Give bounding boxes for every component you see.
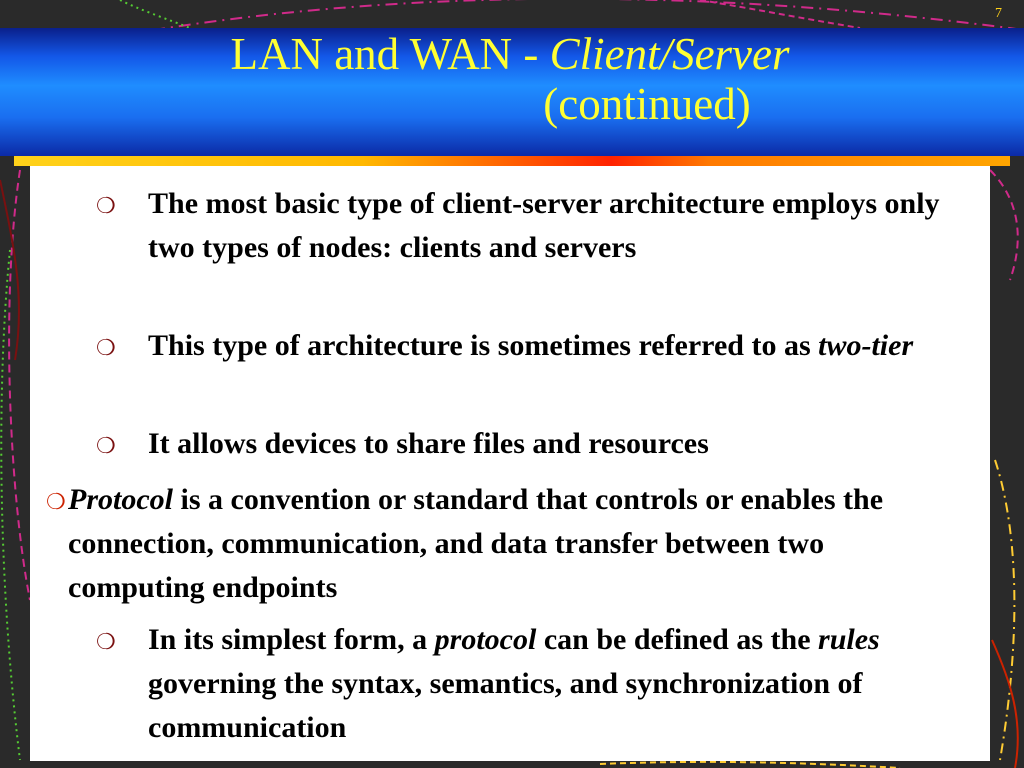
title-band bbox=[0, 28, 1024, 156]
bullet-item: ❍ The most basic type of client-server a… bbox=[96, 182, 948, 270]
title-italic: Client/Server bbox=[549, 29, 790, 79]
content-area: ❍ The most basic type of client-server a… bbox=[30, 166, 990, 761]
bullet-text: The most basic type of client-server arc… bbox=[148, 187, 940, 264]
bullet-item: ❍ This type of architecture is sometimes… bbox=[96, 324, 968, 368]
bullet-item: ❍ In its simplest form, a protocol can b… bbox=[96, 618, 968, 750]
slide-title: LAN and WAN - Client/Server (continued) bbox=[0, 28, 1024, 130]
bullet-item: ❍ It allows devices to share files and r… bbox=[96, 422, 948, 466]
bullet-italic-term: two-tier bbox=[818, 329, 914, 362]
page-number: 7 bbox=[995, 6, 1002, 21]
accent-bar bbox=[14, 156, 1010, 166]
bullet-italic-term: Protocol bbox=[68, 483, 173, 516]
bullet-circle-icon: ❍ bbox=[96, 335, 116, 360]
bullet-text: is a convention or standard that control… bbox=[68, 483, 884, 604]
bullet-text: can be defined as the bbox=[536, 623, 819, 656]
title-prefix: LAN and WAN - bbox=[230, 29, 550, 79]
bullet-circle-icon: ❍ bbox=[46, 489, 66, 514]
bullet-text: It allows devices to share files and res… bbox=[148, 427, 709, 460]
bullet-italic-term: rules bbox=[818, 623, 880, 656]
bullet-circle-icon: ❍ bbox=[96, 629, 116, 654]
bullet-item: ❍ Protocol is a convention or standard t… bbox=[46, 478, 948, 610]
bullet-text: This type of architecture is sometimes r… bbox=[148, 329, 819, 362]
bullet-text: governing the syntax, semantics, and syn… bbox=[148, 667, 863, 744]
bullet-text: In its simplest form, a bbox=[148, 623, 435, 656]
bullet-circle-icon: ❍ bbox=[96, 193, 116, 218]
title-line-2: (continued) bbox=[543, 79, 751, 129]
bullet-circle-icon: ❍ bbox=[96, 433, 116, 458]
bullet-italic-term: protocol bbox=[434, 623, 537, 656]
title-line-1: LAN and WAN - Client/Server bbox=[0, 28, 1024, 80]
